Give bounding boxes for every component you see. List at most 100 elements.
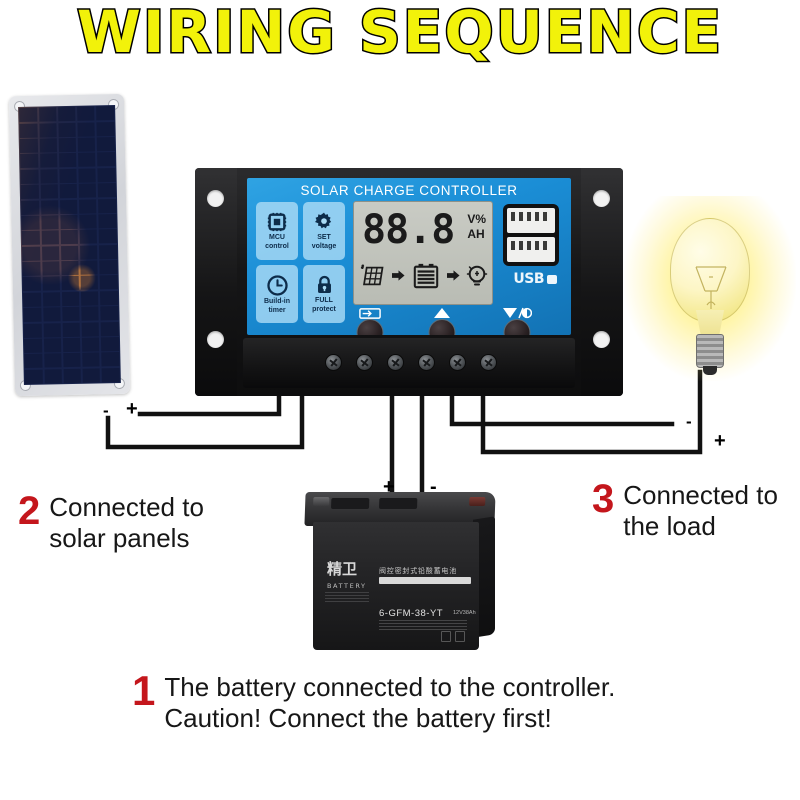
battery-icon bbox=[411, 262, 441, 295]
usb-label-text: USB bbox=[513, 271, 544, 287]
arrow-right-icon bbox=[447, 269, 460, 287]
controller-button-row bbox=[355, 306, 555, 335]
button-knob bbox=[428, 319, 456, 335]
lcd-unit-bottom: AH bbox=[467, 227, 485, 241]
solar-charge-controller: SOLAR CHARGE CONTROLLER bbox=[195, 168, 623, 396]
battery-fineprint-block bbox=[379, 620, 467, 632]
battery-spec-band bbox=[379, 577, 471, 584]
arrow-right-icon bbox=[392, 269, 405, 287]
feature-label-line2: protect bbox=[312, 306, 336, 313]
feature-label-line1: FULL bbox=[315, 297, 333, 304]
step-2-line2: solar panels bbox=[49, 523, 190, 553]
step-1-line1: The battery connected to the controller. bbox=[164, 672, 616, 702]
solar-negative-label: - bbox=[103, 401, 109, 420]
terminal-screw-load-negative[interactable] bbox=[449, 354, 466, 371]
battery-brand-logo: 精卫 BATTERY bbox=[327, 562, 367, 594]
bulb-screw-base bbox=[696, 334, 724, 368]
battery-positive-label: + bbox=[383, 476, 395, 498]
controller-brand-title: SOLAR CHARGE CONTROLLER bbox=[300, 183, 518, 198]
battery-voltage-rating: 12V38Ah bbox=[453, 610, 476, 616]
terminal-screw-battery-positive[interactable] bbox=[387, 354, 404, 371]
solar-panel-icon bbox=[360, 263, 386, 294]
mount-hole bbox=[207, 331, 224, 348]
battery-front-face: 精卫 BATTERY 阀控密封式铅酸蓄电池 6-GFM-38-YT 12V38A… bbox=[313, 522, 479, 650]
step-3-line1: Connected to bbox=[623, 480, 778, 510]
bulb-contact-tip bbox=[703, 366, 717, 375]
controller-front-panel: SOLAR CHARGE CONTROLLER bbox=[247, 178, 571, 335]
triangle-up-icon bbox=[433, 306, 451, 324]
down-button[interactable] bbox=[502, 306, 533, 335]
step-1-text: The battery connected to the controller.… bbox=[164, 672, 615, 734]
feature-label-line1: SET bbox=[317, 234, 331, 241]
menu-button[interactable] bbox=[355, 306, 385, 335]
solar-panel bbox=[8, 93, 131, 397]
solar-positive-label: + bbox=[126, 398, 138, 420]
bulb-glass-envelope bbox=[670, 218, 750, 322]
terminal-screw-load-positive[interactable] bbox=[480, 354, 497, 371]
terminal-screw-battery-negative[interactable] bbox=[418, 354, 435, 371]
feature-label-line2: control bbox=[265, 243, 289, 250]
battery-vent bbox=[379, 498, 418, 509]
load-negative-label: - bbox=[686, 412, 692, 431]
lcd-unit-labels: V% AH bbox=[467, 212, 486, 242]
step-2-line1: Connected to bbox=[49, 492, 204, 522]
feature-label-line1: Build-in bbox=[263, 297, 291, 305]
mount-hole bbox=[593, 331, 610, 348]
battery-spec-cn: 阀控密封式铅酸蓄电池 bbox=[379, 567, 457, 575]
gear-icon bbox=[313, 211, 335, 233]
feature-badge-grid: MCU control SET voltage bbox=[256, 202, 345, 323]
feature-label-line2: timer bbox=[268, 306, 286, 314]
lcd-flow-indicator bbox=[360, 258, 488, 298]
step-3-text: Connected to the load bbox=[623, 480, 778, 542]
lcd-unit-top: V% bbox=[467, 212, 486, 226]
mount-hole bbox=[207, 190, 224, 207]
battery-fineprint-left bbox=[325, 592, 369, 602]
bulb-icon bbox=[466, 263, 488, 294]
battery-terminal-negative bbox=[469, 497, 486, 506]
up-button[interactable] bbox=[427, 306, 457, 335]
usb-connector-icon bbox=[547, 274, 557, 284]
load-positive-label: + bbox=[714, 430, 726, 452]
usb-port-block[interactable] bbox=[503, 204, 559, 266]
step-3-caption: 3 Connected to the load bbox=[592, 477, 778, 542]
terminal-block bbox=[243, 338, 575, 388]
feature-label-line1: MCU bbox=[269, 234, 285, 241]
feature-badge-mcu-control: MCU control bbox=[256, 202, 298, 260]
battery-vent bbox=[331, 498, 370, 509]
lock-icon bbox=[314, 274, 335, 296]
certification-mark bbox=[441, 631, 451, 642]
battery-top-cover bbox=[304, 492, 496, 526]
battery-terminal-positive bbox=[313, 497, 330, 506]
usb-label-group: USB bbox=[513, 271, 557, 287]
page-title: WIRING SEQUENCE bbox=[75, 0, 724, 66]
battery-model-number: 6-GFM-38-YT bbox=[379, 608, 444, 619]
certification-mark bbox=[455, 631, 465, 642]
panel-cell-grid bbox=[18, 105, 121, 385]
light-bulb bbox=[624, 196, 796, 412]
triangle-down-brightness-icon bbox=[502, 306, 533, 324]
feature-badge-set-voltage: SET voltage bbox=[303, 202, 345, 260]
battery-certification-marks bbox=[441, 631, 465, 642]
usb-port[interactable] bbox=[507, 208, 555, 233]
terminal-screw-solar-positive[interactable] bbox=[356, 354, 373, 371]
mount-hole bbox=[593, 190, 610, 207]
step-3-number: 3 bbox=[592, 477, 615, 521]
battery-brand-latin: BATTERY bbox=[327, 582, 367, 590]
step-1-number: 1 bbox=[132, 667, 156, 714]
controller-mount-ear-right bbox=[581, 168, 623, 396]
feature-label-line2: voltage bbox=[311, 243, 337, 250]
controller-mount-ear-left bbox=[195, 168, 237, 396]
terminal-screw-solar-negative[interactable] bbox=[325, 354, 342, 371]
lcd-digit-readout: 88.8 bbox=[362, 207, 455, 253]
battery: 精卫 BATTERY 阀控密封式铅酸蓄电池 6-GFM-38-YT 12V38A… bbox=[304, 492, 496, 652]
chip-icon bbox=[266, 211, 288, 233]
step-2-caption: 2 Connected to solar panels bbox=[18, 491, 204, 554]
step-3-line2: the load bbox=[623, 511, 716, 541]
battery-negative-label: - bbox=[430, 476, 437, 498]
feature-badge-build-in-timer: Build-in timer bbox=[256, 265, 298, 323]
battery-brand-cn: 精卫 bbox=[327, 560, 358, 578]
step-2-text: Connected to solar panels bbox=[49, 492, 204, 554]
lcd-display: 88.8 V% AH bbox=[353, 201, 493, 305]
usb-port[interactable] bbox=[507, 237, 555, 262]
